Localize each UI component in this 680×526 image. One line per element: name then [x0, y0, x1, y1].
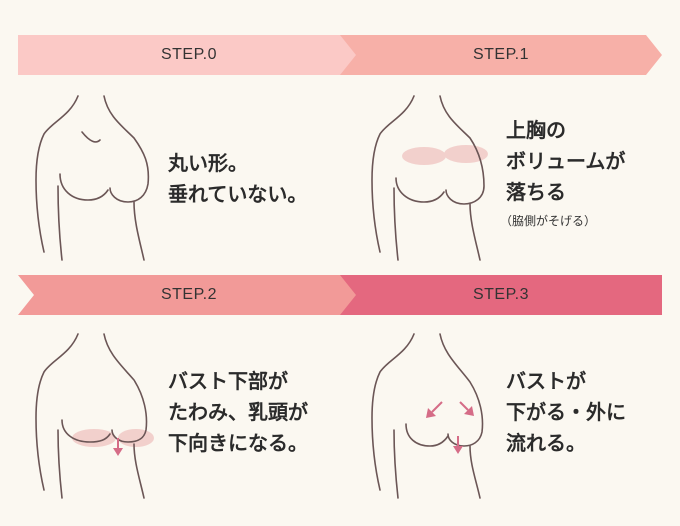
- step-1-description: 上胸の ボリュームが 落ちる: [506, 115, 625, 208]
- step-3-line-3: 流れる。: [506, 431, 586, 455]
- step-2-description: バスト下部が たわみ、乳頭が 下向きになる。: [168, 366, 308, 459]
- step-2-down-arrow: [113, 438, 123, 456]
- step-3-label: STEP.3: [472, 286, 530, 303]
- step-3-description: バストが 下がる・外に 流れる。: [506, 366, 626, 459]
- step-1-banner-shape: [340, 35, 662, 75]
- step-1-line-3: 落ちる: [506, 180, 566, 204]
- step-2-line-1: バスト下部が: [168, 369, 288, 393]
- step-2-line-3: 下向きになる。: [168, 431, 308, 455]
- step-3-line-2: 下がる・外に: [506, 400, 626, 424]
- step-1-highlight-right: [444, 145, 488, 163]
- step-2-banner: STEP.2: [18, 275, 360, 315]
- step-1-label: STEP.1: [472, 46, 530, 63]
- step-3-arrow-down: [453, 436, 463, 454]
- step-3-arrow-right: [459, 401, 474, 416]
- step-0-line-1: 丸い形。: [168, 151, 248, 175]
- step-2-highlight-right: [118, 429, 154, 447]
- step-2-torso-illustration: [35, 333, 154, 499]
- step-0-banner-shape: [18, 35, 360, 75]
- step-1-highlight-left: [402, 147, 446, 165]
- step-1-torso-illustration: [371, 95, 488, 261]
- step-1-note: （脇側がそげる）: [500, 214, 597, 228]
- step-0-line-2: 垂れていない。: [168, 182, 308, 206]
- step-1-line-1: 上胸の: [506, 118, 566, 142]
- step-2-line-2: たわみ、乳頭が: [168, 400, 308, 424]
- step-1-line-2: ボリュームが: [506, 149, 626, 173]
- step-0-torso-illustration: [35, 95, 150, 261]
- step-0-banner: STEP.0: [18, 35, 360, 75]
- step-2-banner-shape: [18, 275, 360, 315]
- step-3-line-1: バストが: [506, 369, 586, 393]
- step-3-banner-shape: [340, 275, 662, 315]
- step-1-banner: STEP.1: [340, 35, 662, 75]
- step-0-description: 丸い形。 垂れていない。: [168, 148, 307, 210]
- step-3-arrow-left: [426, 401, 443, 418]
- step-3-banner: STEP.3: [340, 275, 662, 315]
- step-2-highlight-left: [72, 429, 116, 447]
- step-2-label: STEP.2: [160, 286, 218, 303]
- step-3-torso-illustration: [371, 333, 484, 499]
- step-0-label: STEP.0: [160, 46, 218, 63]
